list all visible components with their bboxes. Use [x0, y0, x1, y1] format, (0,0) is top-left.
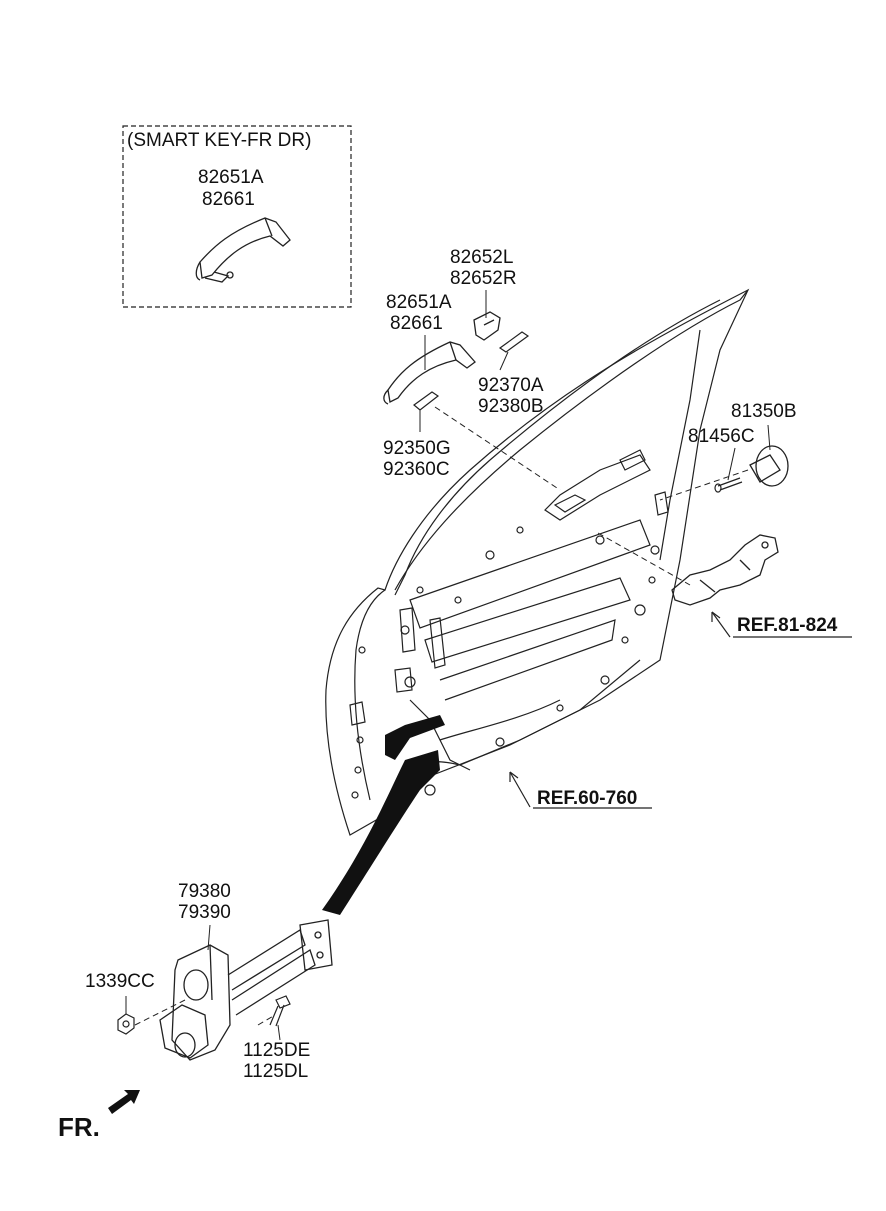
- handle-gasket: [413, 391, 440, 411]
- part-1125dl: 1125DL: [243, 1061, 309, 1082]
- part-82652l: 82652L: [450, 247, 514, 268]
- inset-title: (SMART KEY-FR DR): [127, 130, 312, 151]
- part-92370a: 92370A: [478, 375, 544, 396]
- door-checker: [159, 919, 333, 1061]
- part-1339cc: 1339CC: [85, 971, 155, 992]
- part-92360c: 92360C: [383, 459, 450, 480]
- handle-pad: [498, 331, 530, 353]
- checker-bracket: [385, 715, 445, 760]
- part-81456c: 81456C: [688, 426, 755, 447]
- inset-outside-handle: [195, 217, 291, 283]
- part-92380b: 92380B: [478, 396, 544, 417]
- ref-arrows: [509, 611, 731, 808]
- outside-handle: [383, 341, 476, 405]
- striker-screw: [714, 477, 743, 493]
- front-door-panel: [325, 288, 750, 836]
- leader-lines-dashed: [134, 406, 749, 1026]
- part-81350b: 81350B: [731, 401, 797, 422]
- smart-key-inset-frame: [122, 125, 352, 308]
- handle-cover: [473, 311, 501, 341]
- inset-part-82651a: 82651A: [198, 167, 264, 188]
- checker-bolt: [269, 995, 291, 1027]
- front-direction-arrow-icon: [108, 1090, 140, 1114]
- part-79390: 79390: [178, 902, 231, 923]
- inset-part-82661: 82661: [202, 189, 255, 210]
- label-leaders: [125, 290, 771, 1041]
- checker-nut: [117, 1013, 135, 1035]
- part-82661: 82661: [390, 313, 443, 334]
- part-1125de: 1125DE: [243, 1040, 311, 1061]
- part-92350g: 92350G: [383, 438, 451, 459]
- door-striker: [749, 445, 789, 487]
- part-82652r: 82652R: [450, 268, 517, 289]
- door-latch-assembly: [671, 534, 779, 606]
- front-direction-label: FR.: [58, 1112, 100, 1142]
- part-79380: 79380: [178, 881, 231, 902]
- ref-door: REF.60-760: [537, 788, 638, 809]
- part-82651a: 82651A: [386, 292, 452, 313]
- ref-latch: REF.81-824: [737, 615, 838, 636]
- checker-link-strap: [322, 750, 440, 915]
